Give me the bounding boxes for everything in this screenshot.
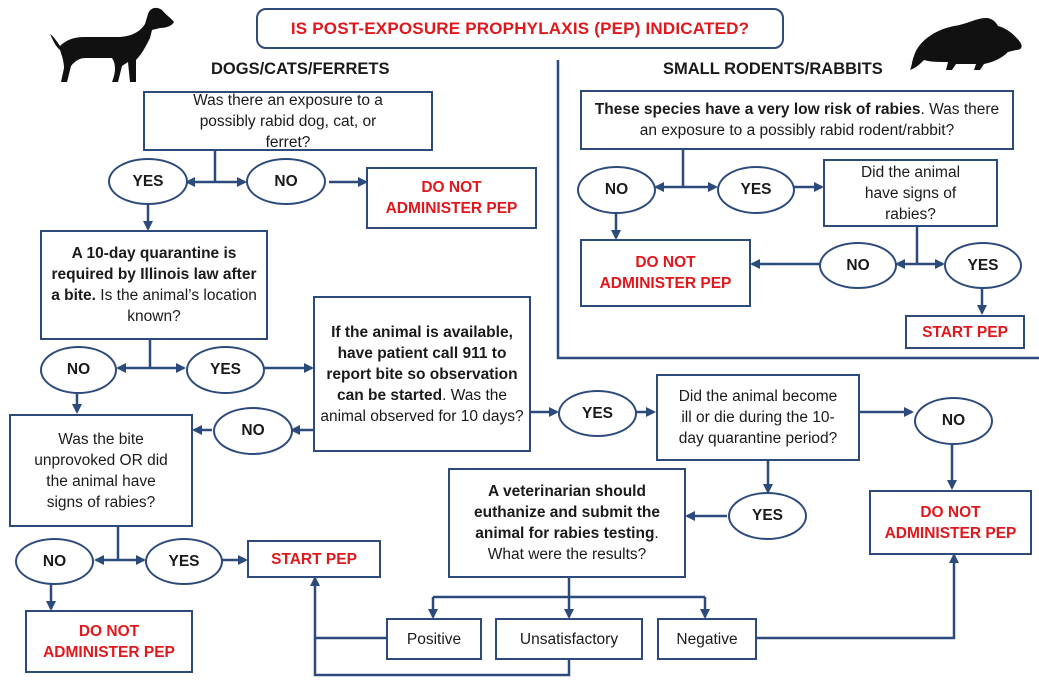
rodents-do-not-administer: DO NOT ADMINISTER PEP xyxy=(580,239,751,307)
dogs-do-not-administer-2: DO NOT ADMINISTER PEP xyxy=(25,610,193,673)
dogs-ill-question: Did the animal become ill or die during … xyxy=(656,374,860,461)
dogs-observed-no: NO xyxy=(213,407,293,455)
available-rest: . Was the animal observed for 10 days? xyxy=(320,386,524,425)
dogs-exposure-yes: YES xyxy=(108,158,188,205)
rodents-signs-no: NO xyxy=(819,242,897,289)
right-header: SMALL RODENTS/RABBITS xyxy=(663,60,883,78)
dogs-exposure-question: Was there an exposure to a possibly rabi… xyxy=(143,91,433,151)
vet-rest: . What were the results? xyxy=(487,525,659,563)
dogs-location-no: NO xyxy=(40,346,117,394)
dogs-vet-question: A veterinarian should euthanize and subm… xyxy=(448,468,686,578)
rodents-start-pep: START PEP xyxy=(905,315,1025,349)
result-negative: Negative xyxy=(657,618,757,660)
dogs-location-yes: YES xyxy=(186,346,265,394)
dogs-do-not-administer-3: DO NOT ADMINISTER PEP xyxy=(869,490,1032,555)
quarantine-rest: Is the animal’s location known? xyxy=(95,287,257,325)
rodents-exposure-no: NO xyxy=(577,166,656,214)
page-title: IS POST-EXPOSURE PROPHYLAXIS (PEP) INDIC… xyxy=(256,8,784,49)
dogs-observed-yes: YES xyxy=(558,390,637,437)
dogs-ill-no: NO xyxy=(914,397,993,445)
rodents-signs-question: Did the animal have signs of rabies? xyxy=(823,159,998,227)
available-bold: If the animal is available, have patient… xyxy=(326,323,518,404)
rodents-bold: These species have a very low risk of ra… xyxy=(594,101,921,118)
rodents-rest: . Was there an exposure to a possibly ra… xyxy=(639,101,1000,139)
quarantine-bold: A 10-day quarantine is required by Illin… xyxy=(51,245,257,304)
dogs-available-question: If the animal is available, have patient… xyxy=(313,296,531,452)
result-positive: Positive xyxy=(386,618,482,660)
rodents-exposure-yes: YES xyxy=(717,166,795,214)
dogs-ill-yes: YES xyxy=(728,492,807,540)
dogs-quarantine-question: A 10-day quarantine is required by Illin… xyxy=(40,230,268,340)
rodents-exposure-question: These species have a very low risk of ra… xyxy=(580,90,1014,150)
rat-silhouette-icon xyxy=(910,18,1022,70)
vet-bold: A veterinarian should euthanize and subm… xyxy=(473,483,660,542)
dogs-do-not-administer-1: DO NOT ADMINISTER PEP xyxy=(366,167,537,229)
dogs-unprovoked-yes: YES xyxy=(145,538,223,585)
dogs-unprovoked-no: NO xyxy=(15,538,94,585)
left-header: DOGS/CATS/FERRETS xyxy=(211,60,390,78)
result-unsatisfactory: Unsatisfactory xyxy=(495,618,643,660)
dogs-start-pep: START PEP xyxy=(247,540,381,578)
dogs-unprovoked-question: Was the bite unprovoked OR did the anima… xyxy=(9,414,193,527)
dog-silhouette-icon xyxy=(50,7,174,83)
dogs-exposure-no: NO xyxy=(246,158,326,205)
rodents-signs-yes: YES xyxy=(944,242,1022,289)
